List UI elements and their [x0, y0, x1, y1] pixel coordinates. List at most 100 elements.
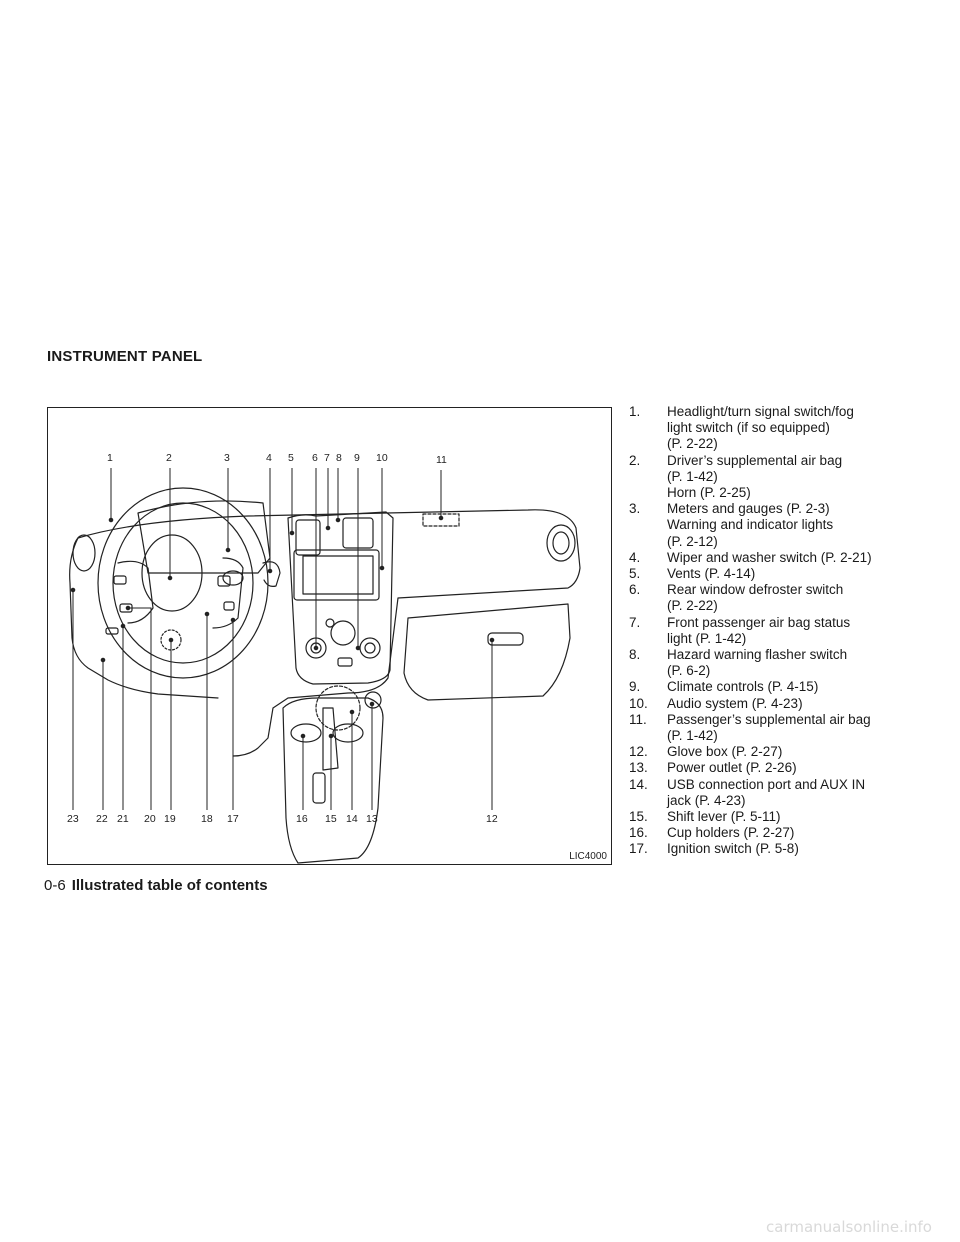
- legend-item-number: 6.: [629, 582, 641, 598]
- legend-item-text: Glove box (P. 2-27): [667, 744, 783, 760]
- legend-item-text: Rear window defroster switch: [667, 582, 844, 598]
- legend-item-text: Power outlet (P. 2-26): [667, 760, 797, 776]
- legend-item-number: 7.: [629, 614, 641, 630]
- legend-item: 10. Audio system (P. 4-23): [629, 696, 929, 712]
- center-stack: [287, 511, 394, 685]
- legend-item-number: 15.: [629, 809, 648, 825]
- left-vent: [72, 534, 96, 572]
- legend-item: 13. Power outlet (P. 2-26): [629, 760, 929, 776]
- callouts-bottom: 23 22 21 20 19 18 17 16 15 14 13 12: [67, 813, 498, 825]
- climate-knob-center: [330, 620, 356, 646]
- center-vents: [295, 519, 321, 556]
- section-title: INSTRUMENT PANEL: [47, 348, 203, 365]
- legend-item: 12. Glove box (P. 2-27): [629, 744, 929, 760]
- legend-item: 16.Cup holders (P. 2-27): [629, 825, 929, 841]
- legend-item-number: 2.: [629, 452, 641, 468]
- page-footer: 0-6 Illustrated table of contents: [44, 877, 268, 894]
- glove-box: [403, 603, 571, 701]
- legend-item: 11. Passenger’s supplemental air bag(P. 1…: [629, 712, 929, 744]
- legend-item-text: light (P. 1-42): [667, 630, 747, 646]
- callout-21: 21: [117, 813, 129, 825]
- legend-item-text: Horn (P. 2-25): [667, 485, 751, 501]
- footer-title: Illustrated table of contents: [71, 877, 268, 894]
- climate-knob-right: [359, 637, 381, 659]
- lower-console: [282, 697, 384, 864]
- callout-9: 9: [354, 452, 360, 464]
- callout-13: 13: [366, 813, 378, 825]
- legend-item-text: Meters and gauges (P. 2-3): [667, 501, 830, 517]
- shift-lever: [322, 707, 339, 771]
- audio-display: [293, 549, 380, 601]
- page-number: 0-6: [44, 877, 66, 894]
- legend-item-text: light switch (if so equipped): [667, 420, 830, 436]
- callout-3: 3: [224, 452, 230, 464]
- legend-item-text: (P. 2-22): [667, 436, 718, 452]
- callout-14: 14: [346, 813, 358, 825]
- dashboard-outline: [77, 509, 581, 757]
- legend-item-text: Vents (P. 4-14): [667, 566, 756, 582]
- legend-item-text: Wiper and washer switch (P. 2-21): [667, 549, 872, 565]
- figure-code: LIC4000: [569, 851, 607, 862]
- legend-item: 3. Meters and gauges (P. 2-3)Warning and …: [629, 501, 929, 550]
- legend-item: 9. Climate controls (P. 4-15): [629, 679, 929, 695]
- callout-20: 20: [144, 813, 156, 825]
- callout-5: 5: [288, 452, 294, 464]
- legend-item-number: 11.: [629, 711, 647, 727]
- callout-2: 2: [166, 452, 172, 464]
- legend-item-text: jack (P. 4-23): [667, 792, 746, 808]
- legend-item-number: 13.: [629, 760, 648, 776]
- legend-item-number: 14.: [629, 776, 648, 792]
- legend-item: 15.Shift lever (P. 5-11): [629, 809, 929, 825]
- callout-15: 15: [325, 813, 337, 825]
- legend-item-text: USB connection port and AUX IN: [667, 776, 866, 792]
- callout-7: 7: [324, 452, 330, 464]
- legend-item-number: 12.: [629, 744, 648, 760]
- callout-16: 16: [296, 813, 308, 825]
- legend-item-text: Climate controls (P. 4-15): [667, 679, 819, 695]
- callout-8: 8: [336, 452, 342, 464]
- callout-17: 17: [227, 813, 239, 825]
- legend-item-text: (P. 6-2): [667, 663, 711, 679]
- callout-22: 22: [96, 813, 108, 825]
- legend-item-number: 10.: [629, 695, 648, 711]
- legend-item-number: 16.: [629, 825, 648, 841]
- legend-item-number: 5.: [629, 566, 641, 582]
- cup-holder: [290, 723, 322, 743]
- legend-item-text: Hazard warning flasher switch: [667, 647, 848, 663]
- callout-10: 10: [376, 452, 388, 464]
- legend-item-number: 17.: [629, 841, 648, 857]
- callout-6: 6: [312, 452, 318, 464]
- callout-19: 19: [164, 813, 176, 825]
- legend-item-text: (P. 1-42): [667, 728, 718, 744]
- watermark: carmanualsonline.info: [766, 1218, 932, 1236]
- legend-item-text: Front passenger air bag status: [667, 614, 851, 630]
- legend-item-text: (P. 1-42): [667, 468, 718, 484]
- legend-item-text: Warning and indicator lights: [667, 517, 834, 533]
- usb-port-dashed: [315, 685, 361, 731]
- right-vent: [546, 524, 576, 562]
- callouts-top: 1 2 3 4 5 6 7 8 9 10 11: [107, 452, 447, 466]
- callout-1: 1: [107, 452, 113, 464]
- callout-18: 18: [201, 813, 213, 825]
- legend-item-number: 9.: [629, 679, 641, 695]
- legend-item-text: Driver’s supplemental air bag: [667, 452, 843, 468]
- legend-item: 6.Rear window defroster switch(P. 2-22): [629, 582, 929, 614]
- legend-item: 2. Driver’s supplemental air bag(P. 1-42)…: [629, 453, 929, 502]
- legend-item: 17.Ignition switch (P. 5-8): [629, 841, 929, 857]
- legend-item-text: Passenger’s supplemental air bag: [667, 711, 871, 727]
- callout-23: 23: [67, 813, 79, 825]
- callout-11: 11: [436, 454, 447, 466]
- legend-item: 5. Vents (P. 4-14): [629, 566, 929, 582]
- callout-12: 12: [486, 813, 498, 825]
- instrument-panel-drawing: 1 2 3 4 5 6 7 8 9 10 11 23 22 21 20 19 1…: [67, 452, 581, 864]
- instrument-panel-figure: 1 2 3 4 5 6 7 8 9 10 11 23 22 21 20 19 1…: [47, 407, 612, 865]
- legend-item-number: 3.: [629, 501, 641, 517]
- legend-item: 8. Hazard warning flasher switch(P. 6-2): [629, 647, 929, 679]
- legend-item-number: 8.: [629, 647, 641, 663]
- legend-item-text: Audio system (P. 4-23): [667, 695, 803, 711]
- legend-item-number: 1.: [629, 404, 641, 419]
